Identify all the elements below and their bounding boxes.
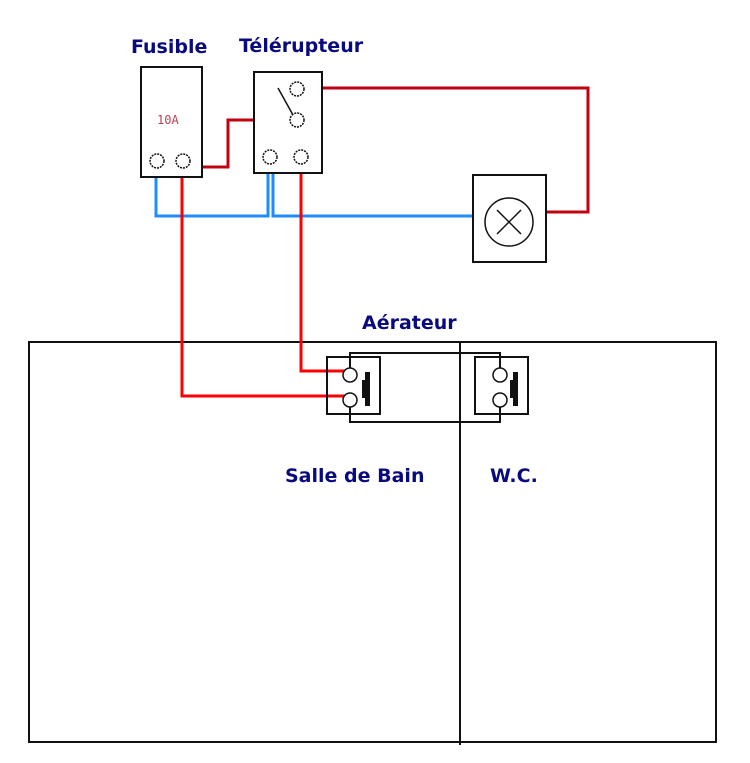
relay-coil-terminal-b bbox=[293, 149, 309, 165]
relay-coil-terminal-a bbox=[262, 149, 278, 165]
fuse: 10A bbox=[140, 66, 203, 178]
neutral-wire-fuse bbox=[154, 160, 270, 218]
control-wires bbox=[349, 352, 501, 423]
pushbutton-wc-actuator bbox=[513, 372, 518, 406]
relay-terminal-out bbox=[289, 81, 305, 97]
lamp bbox=[472, 174, 547, 263]
wire-relay-to-pushbutton bbox=[299, 160, 350, 373]
relay-switch-contact bbox=[277, 87, 294, 116]
control-wire-top bbox=[349, 352, 501, 371]
wire-fuse-to-pushbutton bbox=[180, 167, 350, 398]
relay bbox=[253, 71, 323, 174]
bathroom-label: Salle de Bain bbox=[285, 465, 424, 487]
pushbutton-bathroom bbox=[326, 356, 381, 415]
room-outline bbox=[28, 341, 717, 743]
neutral-wires bbox=[154, 160, 476, 218]
neutral-wire-lamp bbox=[271, 160, 476, 218]
fuse-rating: 10A bbox=[157, 113, 179, 127]
control-wire-bottom bbox=[349, 400, 501, 423]
lamp-bulb-icon bbox=[484, 197, 534, 247]
phase-wires-lower bbox=[180, 160, 350, 398]
fuse-terminal-phase bbox=[175, 153, 191, 169]
fuse-terminal-neutral bbox=[149, 153, 165, 169]
wc-label: W.C. bbox=[490, 465, 538, 487]
fuse-label: Fusible bbox=[131, 36, 207, 58]
relay-label: Télérupteur bbox=[239, 35, 364, 57]
relay-terminal-in bbox=[289, 112, 305, 128]
fan-label: Aérateur bbox=[362, 312, 457, 334]
wire-relay-to-lamp bbox=[300, 86, 590, 214]
pushbutton-wc bbox=[474, 356, 529, 415]
pushbutton-bathroom-actuator bbox=[365, 372, 370, 406]
